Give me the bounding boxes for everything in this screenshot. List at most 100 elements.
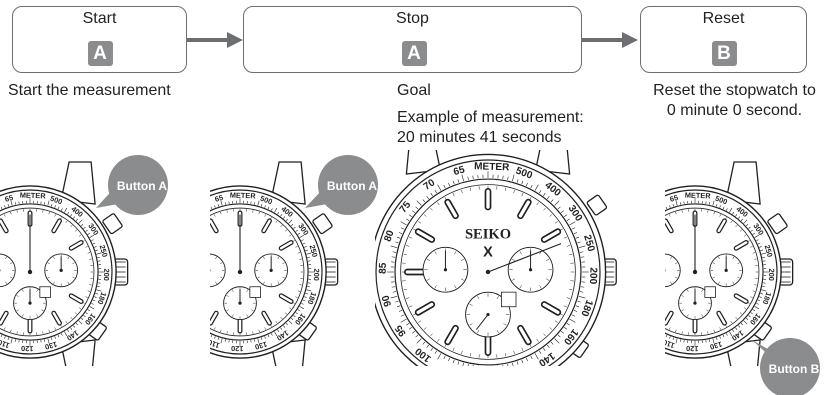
bezel-tick bbox=[67, 329, 70, 332]
subdial-tick bbox=[41, 309, 44, 312]
bezel-tick bbox=[67, 212, 70, 215]
minute-tick bbox=[189, 235, 191, 236]
bezel-tick bbox=[203, 332, 205, 336]
subdial-tick bbox=[10, 276, 13, 279]
bezel-tick bbox=[290, 317, 294, 320]
minute-tick bbox=[669, 214, 671, 217]
bezel-tick bbox=[257, 338, 260, 344]
bezel-tick bbox=[396, 236, 401, 239]
bezel-tick bbox=[73, 216, 76, 219]
bezel-tick bbox=[754, 306, 760, 310]
minute-tick bbox=[74, 312, 78, 315]
minute-tick bbox=[513, 350, 515, 355]
pusher-a bbox=[767, 213, 788, 235]
callout-button-b-reset: Button B bbox=[752, 338, 820, 395]
minute-tick bbox=[663, 325, 664, 327]
bezel-tick bbox=[89, 306, 95, 310]
bezel-number: METER bbox=[230, 191, 257, 201]
subdial-tick bbox=[686, 289, 689, 292]
minute-tick bbox=[258, 211, 260, 215]
subdial-tick bbox=[195, 277, 197, 278]
bezel-tick bbox=[283, 216, 286, 219]
minute-tick bbox=[405, 245, 410, 247]
subdial-tick bbox=[426, 258, 431, 262]
bezel-tick bbox=[756, 239, 759, 241]
subdial-tick bbox=[246, 314, 249, 317]
bezel-tick bbox=[502, 175, 504, 180]
hour-marker-inner bbox=[189, 242, 199, 248]
bezel-tick bbox=[563, 214, 568, 217]
bezel-tick bbox=[288, 219, 293, 224]
minute-tick bbox=[648, 230, 650, 232]
brand-mark: X bbox=[483, 244, 493, 260]
bezel-tick bbox=[198, 328, 199, 330]
bezel-tick bbox=[631, 235, 635, 237]
minute-tick bbox=[536, 202, 539, 206]
minute-tick bbox=[735, 316, 738, 320]
minute-tick bbox=[750, 246, 753, 248]
bezel-tick bbox=[95, 249, 98, 252]
step-reset-caption-1: Reset the stopwatch to bbox=[653, 82, 816, 99]
subdial-pin bbox=[210, 269, 211, 272]
bezel-tick bbox=[203, 208, 205, 212]
bezel-number: 70 bbox=[191, 202, 203, 214]
bezel-tick bbox=[398, 309, 403, 312]
bezel-tick bbox=[472, 364, 474, 366]
minute-tick bbox=[675, 329, 677, 333]
minute-tick bbox=[437, 338, 440, 342]
bezel-number: 80 bbox=[162, 240, 173, 251]
bezel-tick bbox=[756, 303, 759, 305]
minute-tick bbox=[87, 252, 91, 254]
bezel-tick bbox=[172, 293, 174, 294]
bezel-tick bbox=[83, 315, 86, 318]
minute-tick bbox=[203, 321, 204, 323]
bezel-tick bbox=[85, 312, 88, 315]
bezel-tick bbox=[630, 300, 632, 301]
step-stop-key: A bbox=[401, 41, 427, 66]
date-window bbox=[39, 286, 51, 298]
subdial-tick bbox=[10, 262, 13, 265]
bezel-tick bbox=[672, 337, 675, 340]
subdial-pin bbox=[59, 268, 63, 272]
bezel-tick bbox=[643, 321, 646, 324]
bezel-tick bbox=[175, 300, 177, 301]
watch-stop-partial: 5004003002502001801601401301201101009590… bbox=[162, 161, 339, 366]
minute-tick bbox=[633, 259, 635, 260]
bezel-tick bbox=[571, 314, 575, 317]
bezel-number: 85 bbox=[378, 262, 389, 274]
bezel-tick bbox=[195, 217, 197, 219]
bezel-tick bbox=[530, 355, 533, 359]
minute-tick bbox=[198, 317, 200, 319]
bezel-tick bbox=[653, 214, 654, 216]
minute-tick bbox=[60, 324, 62, 327]
minute-tick bbox=[663, 217, 664, 219]
bezel-tick bbox=[729, 331, 733, 337]
minute-tick bbox=[275, 220, 278, 224]
bezel-tick bbox=[656, 330, 657, 332]
minute-tick bbox=[280, 316, 283, 320]
subdial-tick bbox=[5, 256, 7, 260]
date-window bbox=[249, 286, 261, 298]
minute-tick bbox=[89, 258, 92, 260]
subdial-tick bbox=[53, 256, 55, 260]
bezel-tick bbox=[525, 357, 528, 362]
bezel-tick bbox=[185, 227, 187, 229]
bezel-tick bbox=[297, 232, 300, 235]
minute-tick bbox=[270, 217, 272, 220]
minute-tick bbox=[42, 331, 44, 334]
bezel-tick bbox=[422, 341, 426, 345]
subdial-tick bbox=[226, 295, 229, 297]
bezel-tick bbox=[631, 303, 633, 304]
minute-tick bbox=[198, 225, 200, 227]
bezel-tick bbox=[557, 334, 561, 338]
minute-tick bbox=[635, 291, 637, 292]
minute-tick bbox=[178, 259, 180, 260]
minute-tick bbox=[252, 331, 254, 334]
bezel-tick bbox=[290, 224, 294, 227]
minute-tick bbox=[78, 234, 82, 237]
bezel-tick bbox=[672, 204, 675, 207]
bezel-tick bbox=[752, 232, 755, 235]
minute-tick bbox=[220, 211, 222, 215]
bezel-number: 120 bbox=[231, 344, 244, 353]
bezel-tick bbox=[516, 179, 519, 183]
